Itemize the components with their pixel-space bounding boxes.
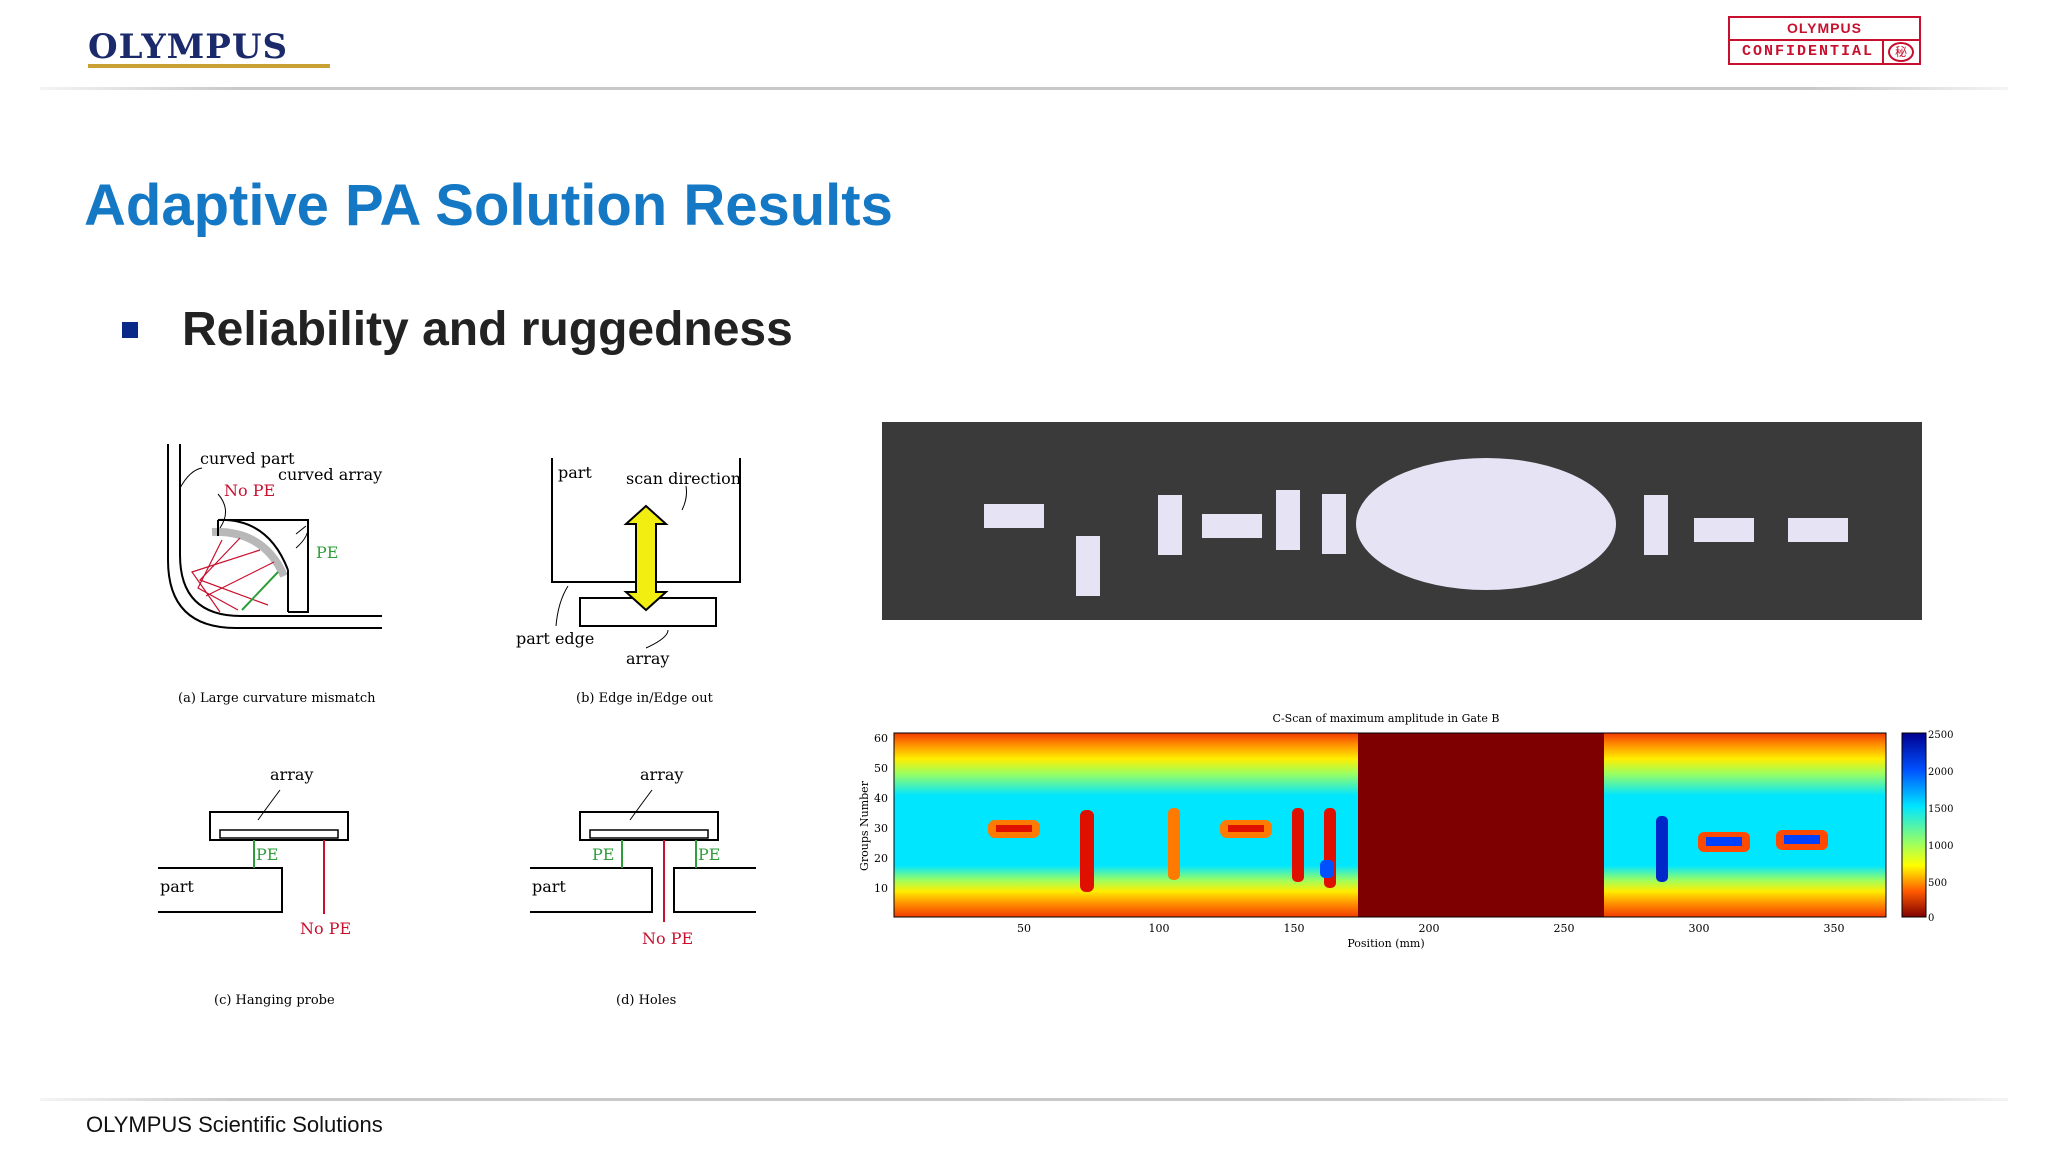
bullet-marker [122,322,138,338]
cscan-title: C-Scan of maximum amplitude in Gate B [1273,712,1500,725]
specimen-defect-map [882,422,1922,620]
xtick: 100 [1149,922,1170,935]
cscan-ylabel: Groups Number [858,780,871,871]
colorbar-tick: 0 [1928,913,1934,924]
no-pe-rays [191,537,275,613]
colorbar-tick: 2000 [1928,767,1953,778]
scan-direction-arrow-icon [623,504,669,612]
pe-ray [241,571,279,611]
confidential-brand: OLYMPUS [1787,20,1862,36]
footer-text: OLYMPUS Scientific Solutions [86,1112,383,1137]
ytick: 10 [874,882,888,895]
ytick: 30 [874,822,888,835]
cscan-indications [988,808,1828,892]
logo-underline [88,64,330,68]
caption-c: (c) Hanging probe [214,993,335,1008]
bullet-text: Reliability and ruggedness [182,303,793,356]
ytick: 40 [874,792,888,805]
label-scan-direction: scan direction [626,469,741,488]
cscan-xticks: 50 100 150 200 250 300 350 [1017,922,1845,935]
confidential-stamp: OLYMPUS CONFIDENTIAL 秘 [1728,16,1921,65]
label-part-edge: part edge [516,629,594,648]
olympus-logo: OLYMPUS [88,27,330,68]
cscan-xlabel: Position (mm) [1347,937,1424,950]
xtick: 200 [1419,922,1440,935]
label-no-pe: No PE [300,919,351,938]
caption-d: (d) Holes [616,993,676,1008]
label-part: part [160,877,194,896]
colorbar-tick: 2500 [1928,730,1953,741]
slide-title: Adaptive PA Solution Results [84,173,893,238]
label-array: array [270,765,313,784]
label-no-pe: No PE [224,481,275,500]
label-pe: PE [256,845,278,864]
specimen-defects [984,458,1848,596]
caption-b: (b) Edge in/Edge out [576,691,714,706]
cscan-chart: C-Scan of maximum amplitude in Gate B 60… [858,712,1953,950]
diagram-large-curvature-mismatch: curved part curved array No PE PE (a) La… [167,444,382,706]
colorbar-tick: 500 [1928,878,1947,889]
label-part: part [532,877,566,896]
colorbar-tick: 1500 [1928,804,1953,815]
xtick: 150 [1284,922,1305,935]
label-pe-left: PE [592,845,614,864]
ytick: 50 [874,762,888,775]
xtick: 350 [1824,922,1845,935]
cscan-colorbar [1901,732,1927,918]
cscan-plot-area [893,732,1887,918]
xtick: 50 [1017,922,1031,935]
header-divider [40,87,2008,90]
caption-a: (a) Large curvature mismatch [178,691,376,706]
xtick: 250 [1554,922,1575,935]
label-pe-right: PE [698,845,720,864]
diagram-holes: array PE PE part No PE (d) Holes [530,765,756,1008]
label-array: array [626,649,669,668]
diagram-edge-in-out: part scan direction part edge array (b) … [516,458,741,706]
label-array: array [640,765,683,784]
label-pe: PE [316,543,338,562]
xtick: 300 [1689,922,1710,935]
label-part: part [558,463,592,482]
label-no-pe: No PE [642,929,693,948]
label-curved-part: curved part [200,449,295,468]
diagram-hanging-probe: array PE part No PE (c) Hanging probe [158,765,351,1008]
confidential-seal: 秘 [1888,42,1914,62]
ytick: 60 [874,732,888,745]
confidential-label: CONFIDENTIAL [1742,43,1875,60]
cscan-colorbar-ticks: 2500 2000 1500 1000 500 0 [1928,730,1953,924]
cscan-yticks: 60 50 40 30 20 10 [874,732,888,895]
footer-divider [40,1098,2008,1101]
ytick: 20 [874,852,888,865]
label-curved-array: curved array [278,465,382,484]
colorbar-tick: 1000 [1928,841,1953,852]
cscan-hole-region [1358,733,1604,917]
logo-text: OLYMPUS [88,27,288,67]
